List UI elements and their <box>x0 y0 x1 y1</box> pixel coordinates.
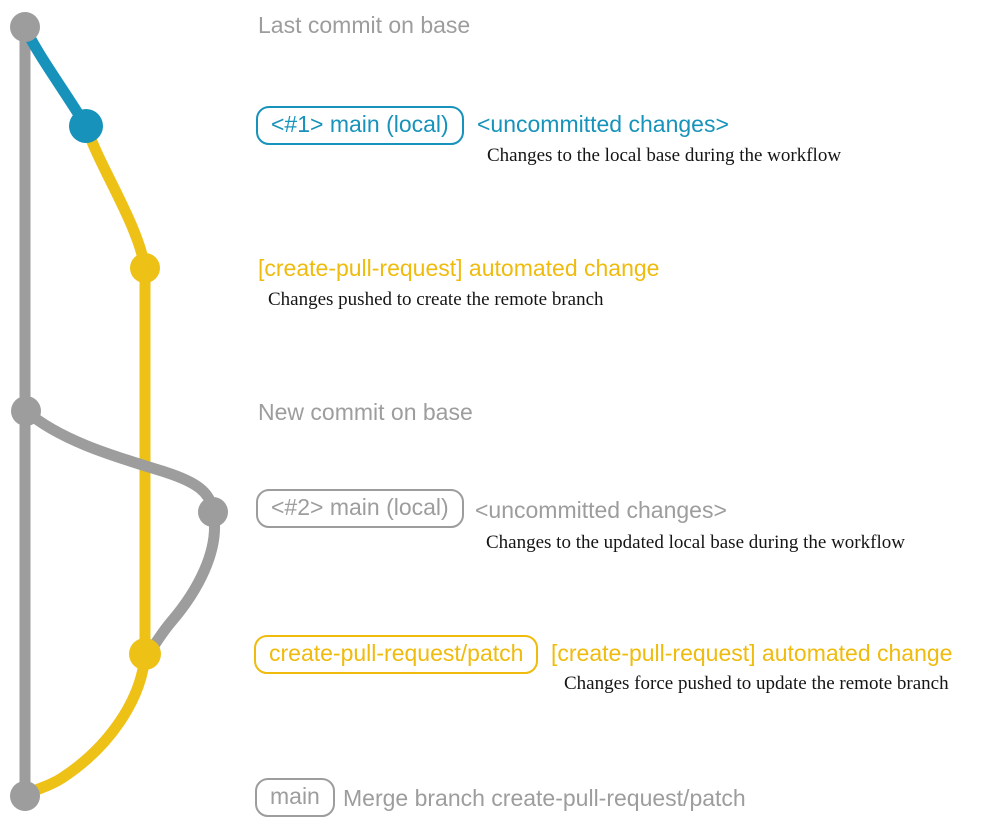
branch-badge-main-local-2: <#2> main (local) <box>256 489 464 528</box>
commit-description-uncommitted-2: Changes to the updated local base during… <box>486 532 905 553</box>
commit-label-uncommitted-1: <uncommitted changes> <box>477 111 729 137</box>
commit-label-automated-1: [create-pull-request] automated change <box>258 255 660 281</box>
patch-branch-line <box>80 120 151 660</box>
commit-node-patch-1 <box>130 253 160 283</box>
commit-description-automated-1: Changes pushed to create the remote bran… <box>268 289 604 310</box>
branch-badge-patch: create-pull-request/patch <box>254 635 539 674</box>
branch-badge-main: main <box>255 778 335 817</box>
commit-description-uncommitted-1: Changes to the local base during the wor… <box>487 145 842 166</box>
commit-description-automated-2: Changes force pushed to update the remot… <box>564 673 949 694</box>
main-local-branch-line <box>19 22 92 132</box>
commit-label-merge: Merge branch create-pull-request/patch <box>343 785 746 811</box>
branch-badge-main-local-1: <#1> main (local) <box>256 106 464 145</box>
caption-new-commit: New commit on base <box>258 399 473 425</box>
main-local-rebase-line <box>143 506 220 659</box>
commit-label-uncommitted-2: <uncommitted changes> <box>475 497 727 523</box>
commit-node-base-last <box>10 12 40 42</box>
commit-graph <box>10 12 228 811</box>
main-local-updated-branch-line <box>20 405 219 518</box>
caption-last-commit: Last commit on base <box>258 12 471 38</box>
patch-merge-line <box>19 648 151 802</box>
commit-node-main-local-2 <box>198 497 228 527</box>
commit-node-base-new <box>11 396 41 426</box>
commit-node-main-local-1 <box>69 109 103 143</box>
commit-node-base-merge <box>10 781 40 811</box>
commit-node-patch-2 <box>129 638 161 670</box>
commit-label-automated-2: [create-pull-request] automated change <box>551 640 953 666</box>
